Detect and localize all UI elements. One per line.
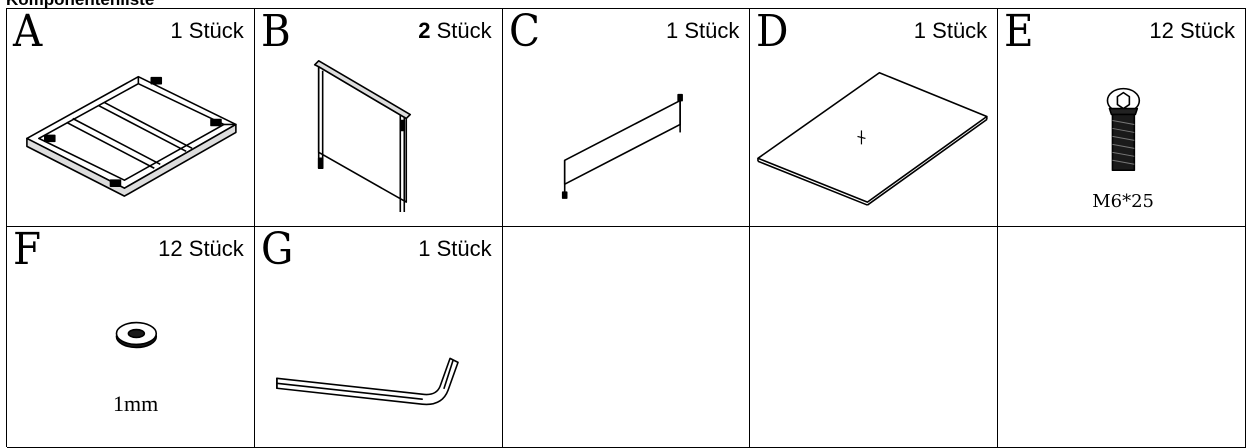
quantity-number: 1 (913, 18, 927, 43)
part-cell-e: E 12 Stück M6*25 (998, 9, 1246, 227)
part-quantity: 12 Stück (158, 235, 244, 263)
empty-cell (750, 227, 999, 448)
part-letter: E (1004, 9, 1034, 57)
quantity-unit: Stück (436, 18, 492, 43)
quantity-number: 1 (418, 236, 431, 261)
part-cell-f: F 12 Stück 1mm (7, 227, 255, 448)
screw-size-caption: M6*25 (1092, 191, 1154, 212)
allen-key-illustration (275, 357, 459, 406)
part-letter: B (260, 9, 291, 57)
heading-strip: Komponentenliste (0, 0, 1252, 8)
part-letter: D (756, 9, 789, 57)
quantity-unit: Stück (188, 18, 244, 43)
part-quantity: 1 Stück (666, 17, 739, 45)
quantity-unit: Stück (188, 236, 244, 261)
quantity-number: 12 (158, 236, 183, 261)
part-letter: G (260, 227, 294, 275)
part-quantity: 2 Stück (418, 17, 491, 45)
frame-illustration (26, 75, 237, 197)
part-letter: C (508, 9, 540, 57)
part-quantity: 1 Stück (914, 17, 987, 45)
board-illustration (757, 71, 989, 206)
quantity-unit: Stück (436, 236, 492, 261)
quantity-number: 12 (1149, 18, 1174, 43)
washer-illustration (115, 321, 158, 349)
empty-cell (998, 227, 1246, 448)
part-cell-b: B 2 Stück (254, 9, 503, 227)
part-cell-d: D 1 Stück (750, 9, 999, 227)
quantity-unit: Stück (684, 18, 740, 43)
screw-illustration (1106, 87, 1141, 172)
parts-grid: A 1 Stück B 2 Stück (6, 8, 1246, 448)
empty-cell (502, 227, 751, 448)
crossbar-illustration (561, 93, 683, 199)
part-quantity: 12 Stück (1149, 17, 1235, 45)
quantity-unit: Stück (932, 18, 988, 43)
washer-thickness-caption: 1mm (113, 391, 159, 416)
part-quantity: 1 Stück (170, 17, 243, 45)
part-cell-g: G 1 Stück (254, 227, 503, 448)
part-quantity: 1 Stück (418, 235, 491, 263)
part-cell-c: C 1 Stück (502, 9, 751, 227)
part-letter: A (13, 9, 43, 57)
side-panel-illustration (313, 59, 411, 213)
quantity-number: 2 (418, 18, 431, 43)
part-cell-a: A 1 Stück (7, 9, 255, 227)
quantity-number: 1 (170, 18, 183, 43)
quantity-number: 1 (665, 18, 679, 43)
part-letter: F (13, 227, 42, 275)
quantity-unit: Stück (1179, 18, 1235, 43)
heading-text: Komponentenliste (6, 0, 154, 8)
